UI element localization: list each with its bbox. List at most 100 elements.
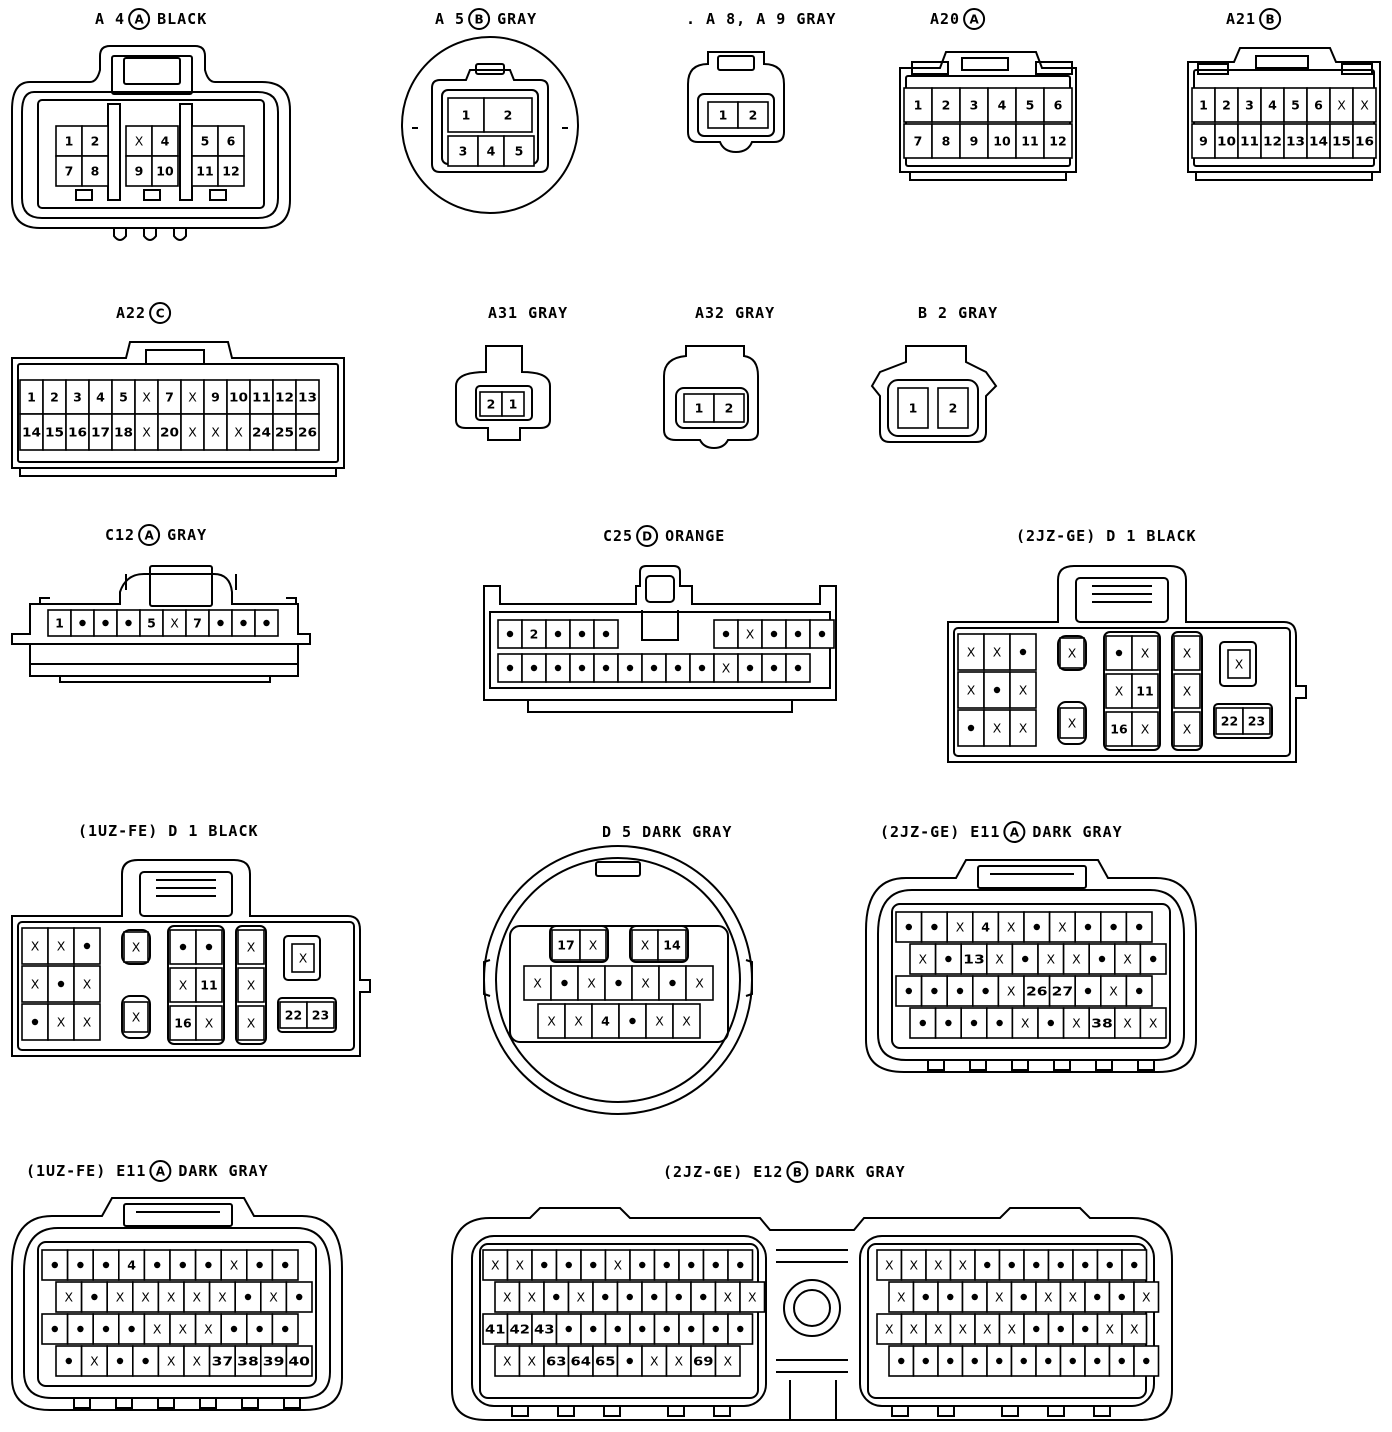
unused-pin-dot: [956, 987, 964, 995]
pin-cell: X: [900, 1249, 927, 1281]
pin-cell: [1125, 911, 1153, 943]
pin-number: X: [995, 952, 1004, 967]
pin-number: 9: [135, 164, 144, 179]
pin-number: 2: [749, 108, 758, 123]
connector-color: GRAY: [497, 10, 537, 28]
pin-cell: X: [1048, 911, 1076, 943]
pin-cell: X: [1011, 1007, 1039, 1039]
pin-cell: [66, 1249, 94, 1281]
connector-code: (2JZ-GE) E12: [663, 1163, 783, 1181]
pin-cell: 12: [1043, 123, 1073, 159]
pin-cell: [1084, 1345, 1111, 1377]
pin-number: X: [135, 134, 144, 149]
pin-number: X: [655, 1014, 664, 1029]
unused-pin-dot: [970, 1019, 978, 1027]
pin-cell: X: [909, 943, 937, 975]
pin-cell: [208, 609, 233, 637]
pin-cell: [1047, 1313, 1074, 1345]
unused-pin-dot: [244, 1293, 252, 1301]
pin-number: X: [218, 1290, 227, 1305]
pin-cell: X: [997, 975, 1025, 1007]
unused-pin-dot: [674, 664, 682, 672]
unused-pin-dot: [996, 1019, 1003, 1027]
pin-cell: [580, 1249, 607, 1281]
pin-cell: X: [169, 1313, 197, 1345]
connector-color: DARK GRAY: [178, 1162, 268, 1180]
unused-pin-dot: [1033, 923, 1041, 931]
unused-pin-dot: [688, 1261, 695, 1269]
pin-cell: X: [631, 965, 660, 1001]
unused-pin-dot: [1019, 648, 1027, 656]
circled-letter-icon: B: [786, 1161, 809, 1183]
pin-number: X: [897, 1290, 906, 1305]
unused-pin-dot: [506, 630, 514, 638]
unused-pin-dot: [530, 664, 538, 672]
circle-letter: C: [156, 307, 165, 321]
pin-cell: X: [672, 1003, 701, 1039]
pin-cell: [569, 619, 595, 649]
pin-cell: X: [985, 943, 1014, 975]
unused-pin-dot: [1118, 1357, 1125, 1365]
pin-cell: X: [567, 1281, 594, 1313]
pin-cell: [254, 609, 279, 637]
pin-cell: X: [106, 1281, 134, 1313]
pin-cell: X: [876, 1249, 903, 1281]
pin-number: 69: [693, 1354, 714, 1369]
pin-cell: [93, 609, 118, 637]
pin-cell: [785, 653, 811, 683]
pin-number: X: [641, 938, 650, 953]
unused-pin-dot: [615, 979, 622, 987]
pin-number: 16: [1355, 134, 1374, 149]
pin-cell: X: [1173, 711, 1201, 747]
pin-cell: X: [577, 965, 606, 1001]
pin-cell: [946, 975, 974, 1007]
unused-pin-dot: [905, 987, 912, 995]
pin-cell: 5: [503, 135, 535, 167]
pin-number: 7: [914, 134, 923, 149]
pin-cell: 2: [483, 97, 533, 133]
pin-number: X: [574, 1014, 583, 1029]
unused-pin-dot: [629, 1017, 636, 1025]
pin-cell: [604, 965, 633, 1001]
pin-cell: 13: [960, 943, 988, 975]
pin-cell: X: [925, 1313, 952, 1345]
pin-cell: [909, 1007, 937, 1039]
pin-number: X: [1123, 1016, 1132, 1031]
pin-number: X: [1109, 984, 1118, 999]
unused-pin-dot: [1094, 1357, 1101, 1365]
unused-pin-dot: [639, 1325, 646, 1333]
pin-cell: 13: [295, 379, 320, 415]
pin-cell: [888, 1345, 915, 1377]
pin-number: X: [613, 1258, 622, 1273]
pin-cell: 15: [42, 413, 67, 451]
pin-cell: 8: [931, 123, 961, 159]
pin-cell: [658, 965, 687, 1001]
pin-cell: X: [157, 1345, 185, 1377]
pin-cell: X: [506, 1249, 533, 1281]
unused-pin-dot: [506, 664, 514, 672]
unused-pin-dot: [256, 1261, 263, 1269]
unused-pin-dot: [57, 980, 65, 988]
unused-pin-dot: [947, 1293, 954, 1301]
pin-number: X: [527, 1354, 536, 1369]
pin-cell: [593, 619, 619, 649]
pin-cell: 2: [713, 393, 745, 423]
unused-pin-dot: [663, 1325, 670, 1333]
pin-number: X: [1337, 98, 1346, 113]
pin-cell: [702, 1313, 729, 1345]
pin-cell: [727, 1249, 754, 1281]
pin-cell: X: [291, 943, 315, 973]
pin-number: X: [1149, 1016, 1158, 1031]
unused-pin-dot: [931, 987, 938, 995]
pin-cell: 5: [191, 125, 219, 157]
pin-cell: 17: [551, 929, 581, 961]
pin-cell: 1: [897, 387, 929, 429]
pin-cell: [569, 653, 595, 683]
unused-pin-dot: [142, 1357, 149, 1365]
pin-cell: X: [1114, 1007, 1142, 1039]
unused-pin-dot: [770, 664, 778, 672]
